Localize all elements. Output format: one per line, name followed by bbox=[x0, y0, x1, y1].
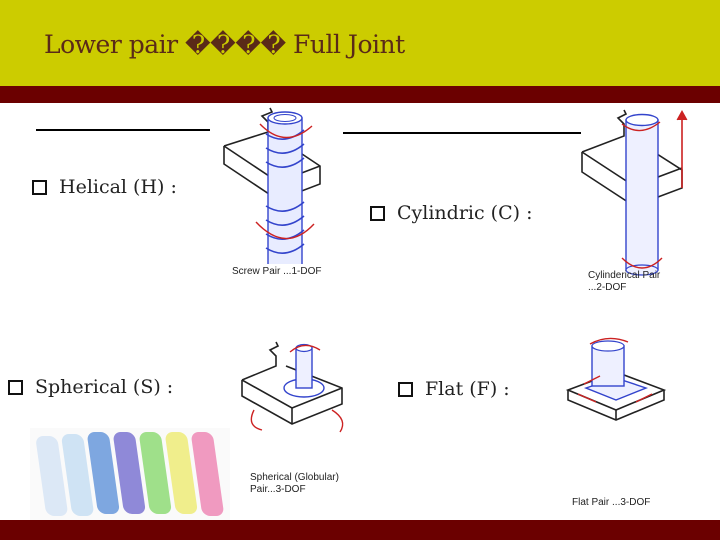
flat-pair-figure bbox=[565, 337, 667, 421]
bullet-cylindric: Cylindric (C) : bbox=[370, 202, 532, 224]
checkbox-square-icon bbox=[32, 179, 47, 195]
spherical-pair-caption: Spherical (Globular) Pair...3-DOF bbox=[250, 472, 339, 496]
checkbox-square-icon bbox=[370, 205, 385, 221]
screw-pair-caption: Screw Pair ...1-DOF bbox=[232, 266, 322, 277]
cylindrical-caption-line-1: Cylinderical Pair bbox=[588, 270, 661, 281]
bullet-helical: Helical (H) : bbox=[32, 176, 177, 198]
cylindrical-caption-line-2: ...2-DOF bbox=[588, 282, 627, 293]
chalk-sticks-image bbox=[30, 428, 230, 520]
header-band bbox=[0, 0, 720, 86]
bullet-cylindric-label: Cylindric (C) : bbox=[397, 202, 533, 224]
bullet-spherical: Spherical (S) : bbox=[8, 376, 173, 398]
flat-pair-caption: Flat Pair ...3-DOF bbox=[572, 497, 651, 508]
blank-line-right bbox=[343, 132, 581, 134]
cylindrical-pair-caption: Cylinderical Pair ...2-DOF bbox=[588, 270, 660, 294]
bullet-flat: Flat (F) : bbox=[398, 378, 510, 400]
spherical-caption-line-2: Pair...3-DOF bbox=[250, 484, 306, 495]
checkbox-square-icon bbox=[8, 379, 23, 395]
bullet-spherical-label: Spherical (S) : bbox=[35, 376, 174, 398]
page-title: Lower pair ���� Full Joint bbox=[44, 30, 405, 59]
bottom-divider-bar bbox=[0, 520, 720, 540]
bullet-helical-label: Helical (H) : bbox=[59, 176, 177, 198]
blank-line-left bbox=[36, 129, 210, 131]
spherical-caption-line-1: Spherical (Globular) bbox=[250, 472, 339, 483]
top-divider-bar bbox=[0, 86, 720, 103]
bullet-flat-label: Flat (F) : bbox=[425, 378, 510, 400]
spherical-pair-figure bbox=[241, 341, 344, 433]
cylindrical-pair-figure bbox=[581, 109, 688, 276]
screw-pair-figure bbox=[223, 107, 321, 264]
checkbox-square-icon bbox=[398, 381, 413, 397]
